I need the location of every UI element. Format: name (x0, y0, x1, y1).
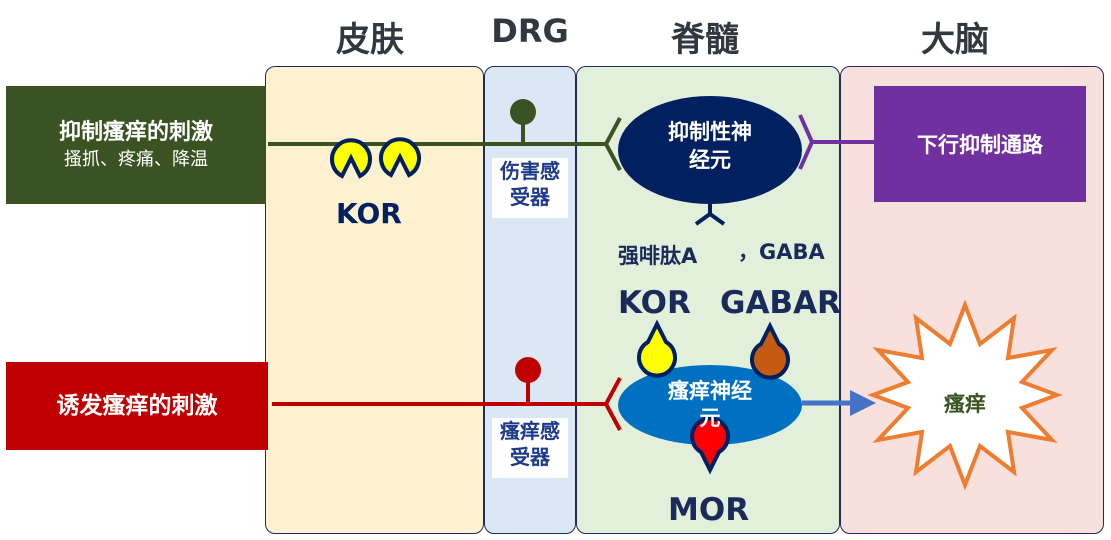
inhibit-itch-stimulus-box: 抑制瘙痒的刺激 搔抓、疼痛、降温 (6, 86, 266, 204)
induce-itch-stimulus-title: 诱发瘙痒的刺激 (56, 393, 218, 419)
itch-outcome-label: 瘙痒 (944, 392, 986, 416)
kor-skin-label: KOR (336, 197, 402, 230)
mor-receptor (690, 416, 730, 475)
pruriceptor-cell-body (515, 357, 541, 383)
itch-starburst (867, 299, 1063, 491)
dynorphin-label: 强啡肽A (618, 244, 698, 268)
inhibitory-neuron-label: 抑制性神经元 (668, 120, 752, 172)
kor-receptor-skin-right (379, 137, 421, 178)
mor-label: MOR (668, 492, 750, 528)
column-title-spinal-cord: 脊髓 (671, 20, 739, 60)
column-title-drg: DRG (491, 12, 569, 50)
kor-spinal-label: KOR (618, 285, 691, 321)
column-title-skin: 皮肤 (336, 20, 404, 60)
inhibit-itch-stimulus-examples: 搔抓、疼痛、降温 (64, 149, 208, 170)
inhibitory-neuron (618, 96, 802, 204)
induce-itch-stimulus-box: 诱发瘙痒的刺激 (6, 362, 268, 450)
itch-output-arrow-head (850, 390, 876, 416)
inhibitory-synapse-terminal (603, 117, 622, 171)
descending-synapse-terminal (798, 114, 815, 170)
itch-neuron (618, 365, 802, 445)
descending-inhibition-box: 下行抑制通路 (874, 86, 1086, 202)
descending-inhibition-label: 下行抑制通路 (917, 133, 1043, 157)
gabar-label: GABAR (720, 285, 841, 321)
gaba-label: ，GABA (738, 240, 825, 264)
nociceptor-cell-body (510, 99, 536, 125)
pruriceptor-label: 瘙痒感受器 (492, 418, 568, 478)
itch-synapse-terminal (603, 377, 622, 431)
itch-neuron-label: 瘙痒神经元 (668, 379, 752, 430)
release-terminal-fork (694, 211, 726, 226)
nociceptor-label: 伤害感受器 (492, 158, 568, 218)
column-title-brain: 大脑 (921, 20, 989, 60)
kor-receptor-skin-left (330, 138, 372, 179)
kor-receptor-spinal (637, 319, 677, 378)
gabar-receptor (750, 321, 790, 380)
inhibit-itch-stimulus-title: 抑制瘙痒的刺激 (58, 120, 213, 145)
